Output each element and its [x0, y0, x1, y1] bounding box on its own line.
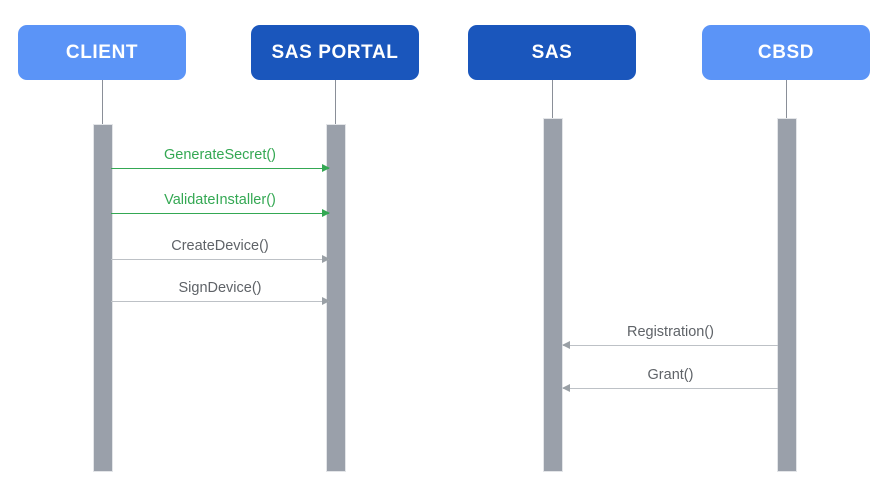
participant-box-cbsd[interactable]: CBSD: [702, 25, 870, 80]
message-label-registration: Registration(): [626, 324, 715, 340]
participant-box-sas-portal[interactable]: SAS PORTAL: [251, 25, 419, 80]
message-label-grant: Grant(): [647, 367, 694, 383]
participant-box-client[interactable]: CLIENT: [18, 25, 186, 80]
activation-bar-client: [93, 124, 113, 472]
message-label-sign-device: SignDevice(): [178, 280, 262, 296]
message-line-grant: [563, 388, 778, 389]
activation-bar-cbsd: [777, 118, 797, 472]
message-line-sign-device: [111, 301, 329, 302]
arrowhead-icon-create-device: [322, 255, 330, 263]
participant-label-sas: SAS: [531, 41, 573, 63]
message-label-validate-installer: ValidateInstaller(): [164, 192, 276, 208]
participant-label-cbsd: CBSD: [757, 41, 815, 63]
message-label-create-device: CreateDevice(): [171, 238, 269, 254]
arrowhead-icon-registration: [562, 341, 570, 349]
arrowhead-icon-grant: [562, 384, 570, 392]
arrowhead-icon-sign-device: [322, 297, 330, 305]
arrowhead-icon-validate-installer: [322, 209, 330, 217]
message-line-generate-secret: [111, 168, 329, 169]
message-line-registration: [563, 345, 778, 346]
activation-bar-sas: [543, 118, 563, 472]
arrowhead-icon-generate-secret: [322, 164, 330, 172]
message-label-generate-secret: GenerateSecret(): [163, 147, 277, 163]
message-line-validate-installer: [111, 213, 329, 214]
participant-box-sas[interactable]: SAS: [468, 25, 636, 80]
participant-label-sas-portal: SAS PORTAL: [271, 41, 399, 63]
message-line-create-device: [111, 259, 329, 260]
participant-label-client: CLIENT: [65, 41, 139, 63]
